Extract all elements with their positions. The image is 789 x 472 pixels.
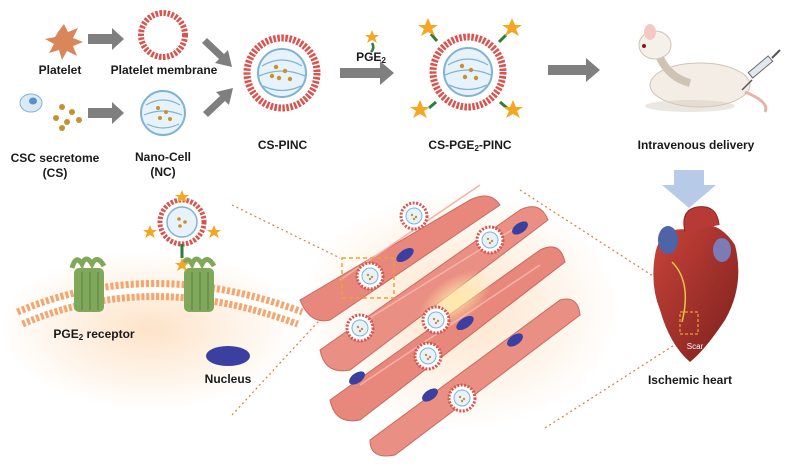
label-nc: (NC) [150,165,176,179]
zoom-lines [231,189,691,429]
label-pge2-receptor: PGE2 receptor [44,327,144,345]
label-platelet: Platelet [38,63,82,77]
label-pge2-receptor-main: PGE [53,327,79,341]
label-pge2: PGE2 [346,50,396,68]
platelet-icon [45,24,83,60]
label-cs-pge2-pinc-b: -PINC [478,138,512,152]
label-pge2-sub: 2 [381,56,386,65]
cs-pinc-icon [243,34,321,112]
label-cs: (CS) [42,166,68,180]
cs-pge2-pinc-icon [410,18,523,118]
label-platelet-membrane: Platelet membrane [110,63,218,77]
label-nano-cell: Nano-Cell [134,150,191,164]
label-csc-secretome: CSC secretome [10,151,100,165]
label-cs-pge2-pinc: CS-PGE2-PINC [415,138,525,156]
arrow-membrane-to-pinc [202,38,232,67]
nucleus-icon [206,346,250,366]
arrow-to-delivery [548,58,600,82]
arrow-pinc-to-pge2-pinc [340,61,394,85]
lipid-bilayer [16,280,304,328]
pge2-molecule-icon [365,30,379,53]
down-arrow [662,170,716,208]
arrow-nanocell-to-pinc [203,88,233,117]
bound-pinc [143,190,221,271]
label-pge2-main: PGE [356,50,382,64]
label-cs-pge2-pinc-sub: 2 [474,144,479,153]
arrow-platelet-to-membrane [88,28,124,50]
arrow-secretome-to-nanocell [88,102,124,124]
rat-icon [638,24,768,113]
label-ischemic-heart: Ischemic heart [647,373,733,387]
label-pge2-receptor-rest: receptor [83,327,135,341]
heart-icon [653,206,739,362]
label-intravenous-delivery: Intravenous delivery [637,138,755,152]
syringe-icon [741,49,781,91]
zoom-box [341,257,395,299]
myocyte-nuclei [349,221,528,402]
platelet-membrane-icon [138,10,188,60]
label-cs-pinc: CS-PINC [257,138,308,152]
label-cs-pge2-pinc-a: CS-PGE [428,138,475,152]
label-nucleus: Nucleus [204,372,252,386]
csc-secretome-icon [19,93,82,131]
pge2-receptor-left [69,256,107,312]
label-scar: Scar [686,342,704,351]
pge2-receptor-right [179,256,217,312]
nano-cell-icon [140,90,186,136]
label-pge2-receptor-sub: 2 [78,333,84,342]
